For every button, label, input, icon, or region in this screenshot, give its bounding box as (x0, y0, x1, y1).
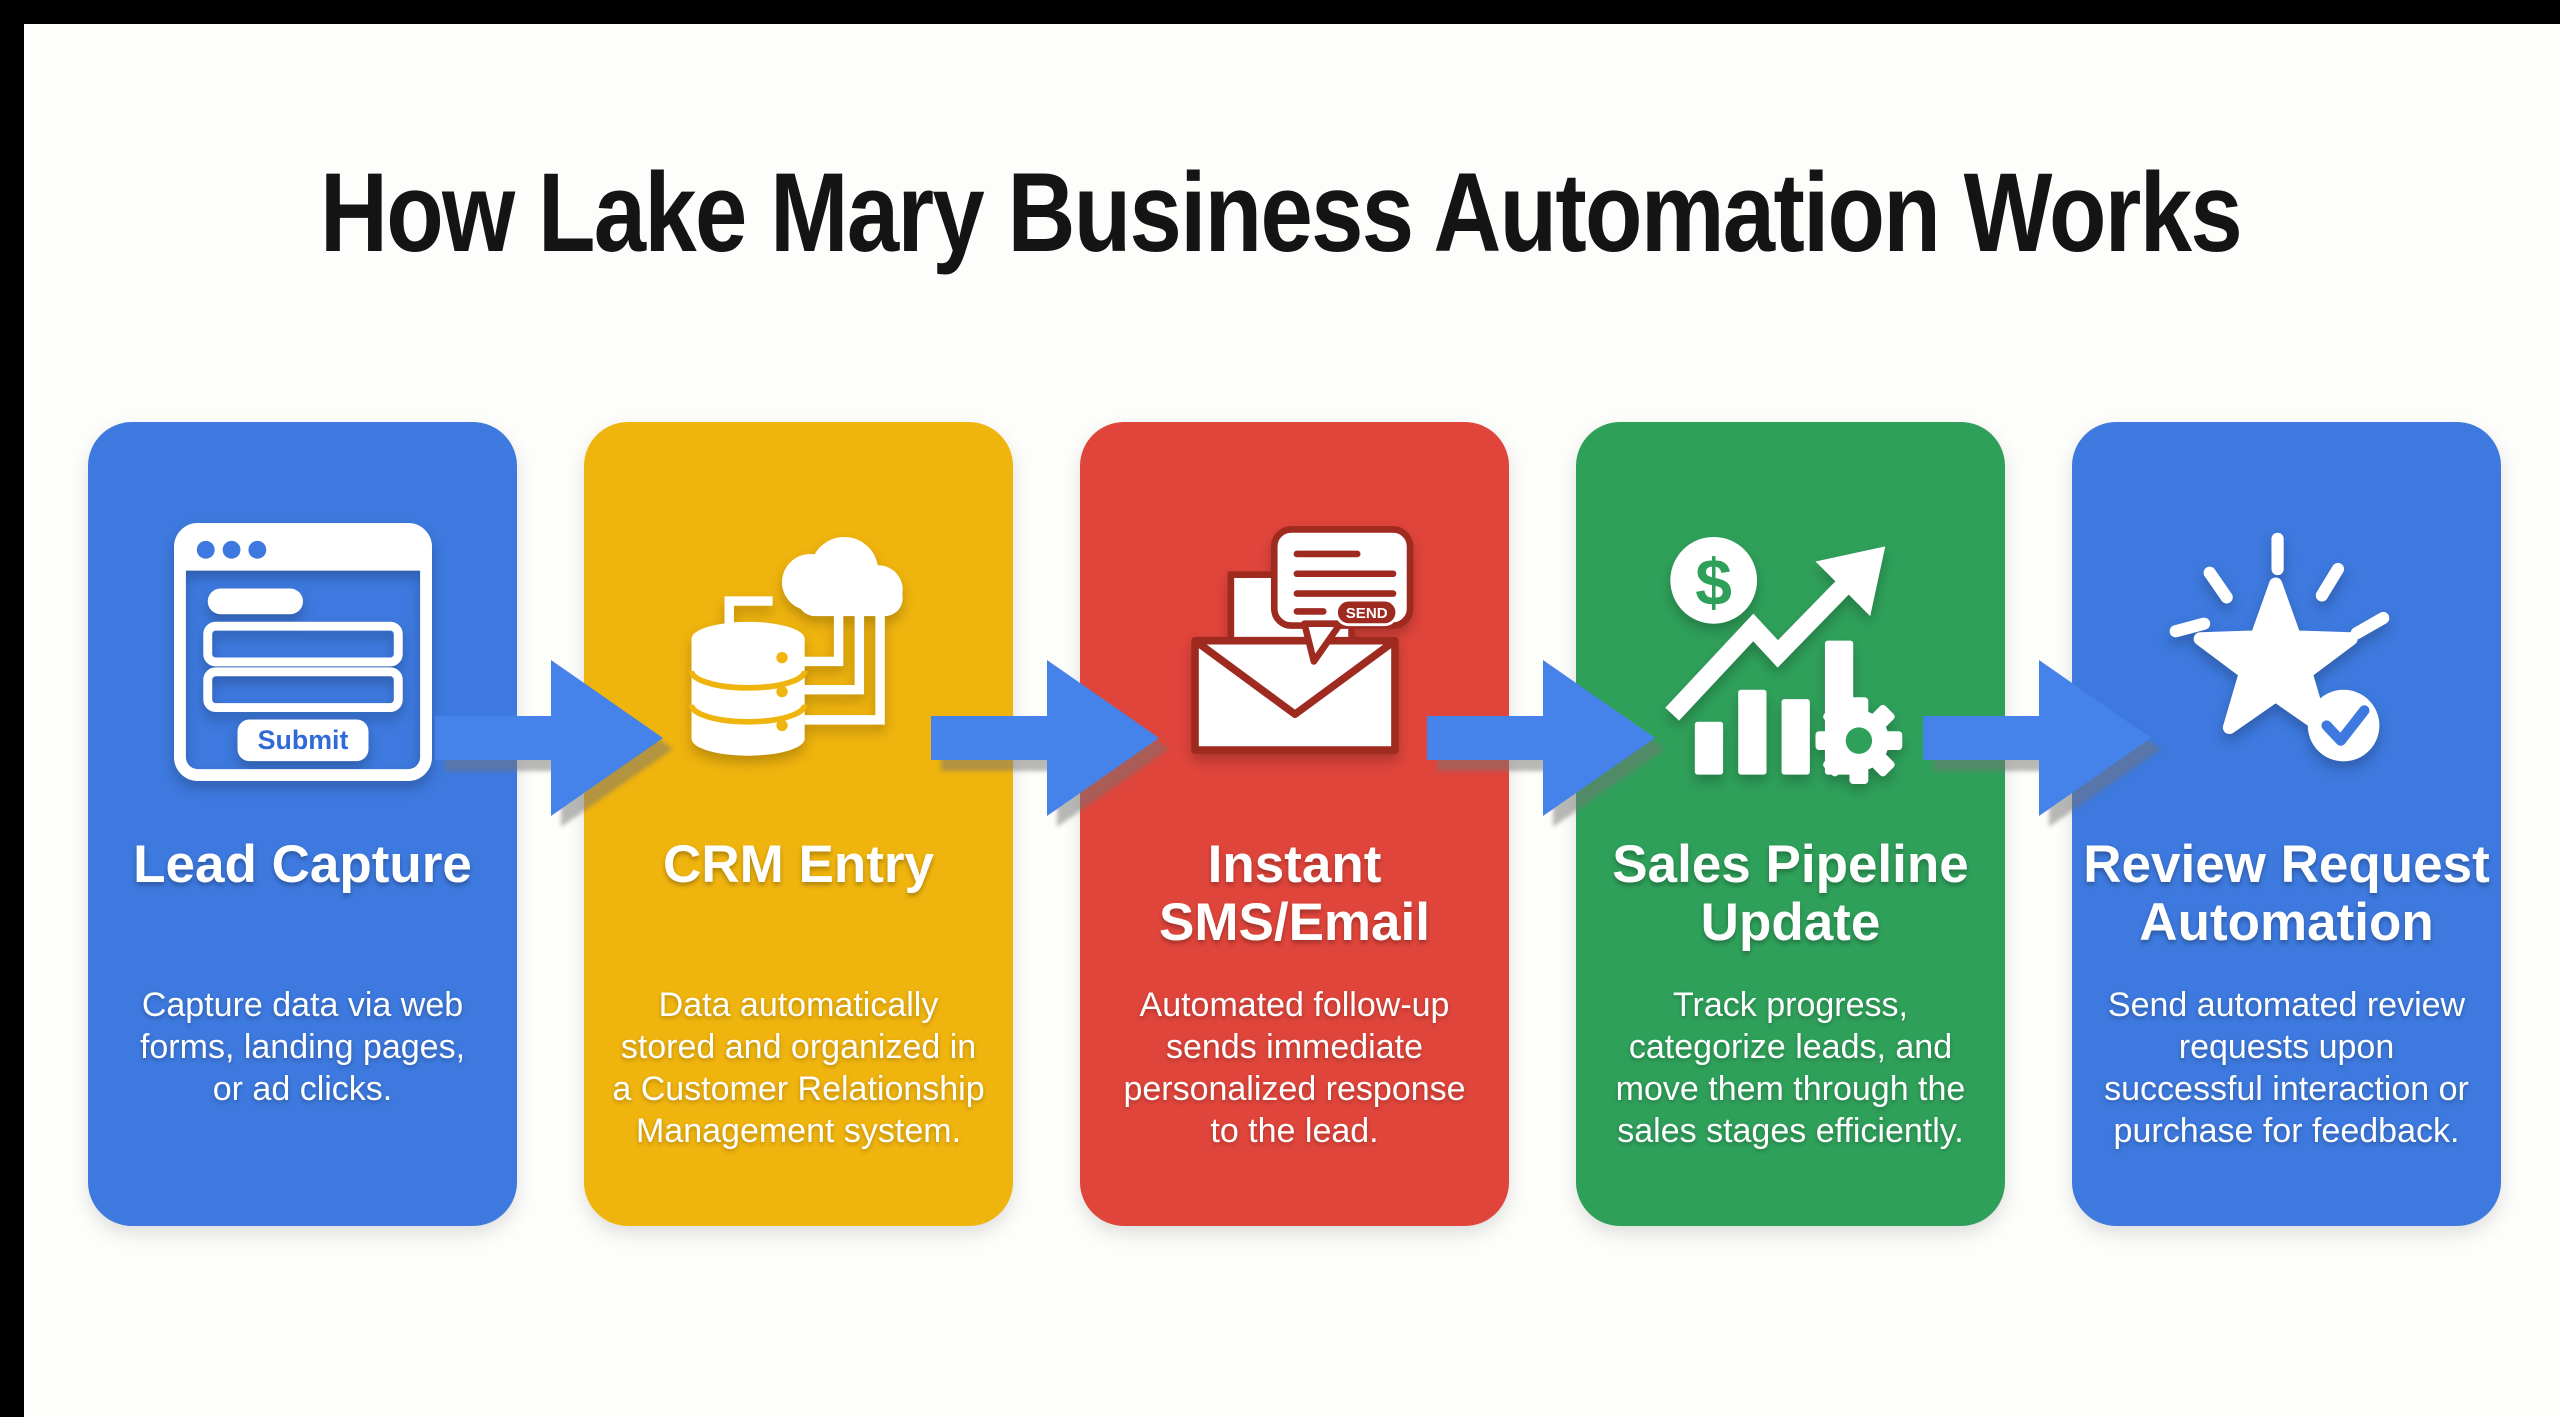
check-circle-icon (2307, 689, 2379, 762)
step-description: Automated follow-up sends immediate pers… (1123, 986, 1466, 1150)
step-title: Sales Pipeline Update (1612, 835, 1969, 952)
step-card-sales-pipeline: $ (1576, 422, 2005, 1226)
step-description: Data automatically stored and organized … (612, 986, 985, 1150)
flow-arrow-right-icon (435, 660, 663, 816)
step-title: Lead Capture (133, 835, 472, 894)
page-title: How Lake Mary Business Automation Works (319, 150, 2242, 275)
steps-row: Submit Lead Capture Capture data via web… (88, 422, 2501, 1226)
step-title: Instant SMS/Email (1159, 835, 1430, 952)
step-description: Send automated review requests upon succ… (2104, 986, 2469, 1150)
email-send-icon: SEND (1080, 514, 1509, 790)
step-card-review-request: Review Request Automation Send automated… (2072, 422, 2501, 1226)
svg-text:$: $ (1695, 545, 1732, 619)
sales-growth-icon: $ (1576, 514, 2005, 790)
database-cloud-icon (584, 514, 1013, 790)
flow-arrow-right-icon (931, 660, 1159, 816)
step-card-instant-sms-email: SEND Instant SMS/Email Automated follow-… (1080, 422, 1509, 1226)
left-black-bar (0, 0, 24, 1417)
step-title: CRM Entry (663, 835, 934, 894)
step-card-lead-capture: Submit Lead Capture Capture data via web… (88, 422, 517, 1226)
review-star-icon (2072, 514, 2501, 790)
flow-arrow-right-icon (1427, 660, 1655, 816)
step-title: Review Request Automation (2083, 835, 2490, 952)
step-card-crm-entry: CRM Entry Data automatically stored and … (584, 422, 1013, 1226)
web-form-icon: Submit (88, 514, 517, 790)
send-badge-label: SEND (1345, 605, 1387, 622)
gear-icon (1815, 697, 1902, 784)
submit-button-label: Submit (257, 725, 348, 755)
step-description: Track progress, categorize leads, and mo… (1615, 986, 1966, 1150)
top-black-bar (0, 0, 2560, 24)
flow-arrow-right-icon (1923, 660, 2151, 816)
step-description: Capture data via web forms, landing page… (139, 986, 466, 1108)
